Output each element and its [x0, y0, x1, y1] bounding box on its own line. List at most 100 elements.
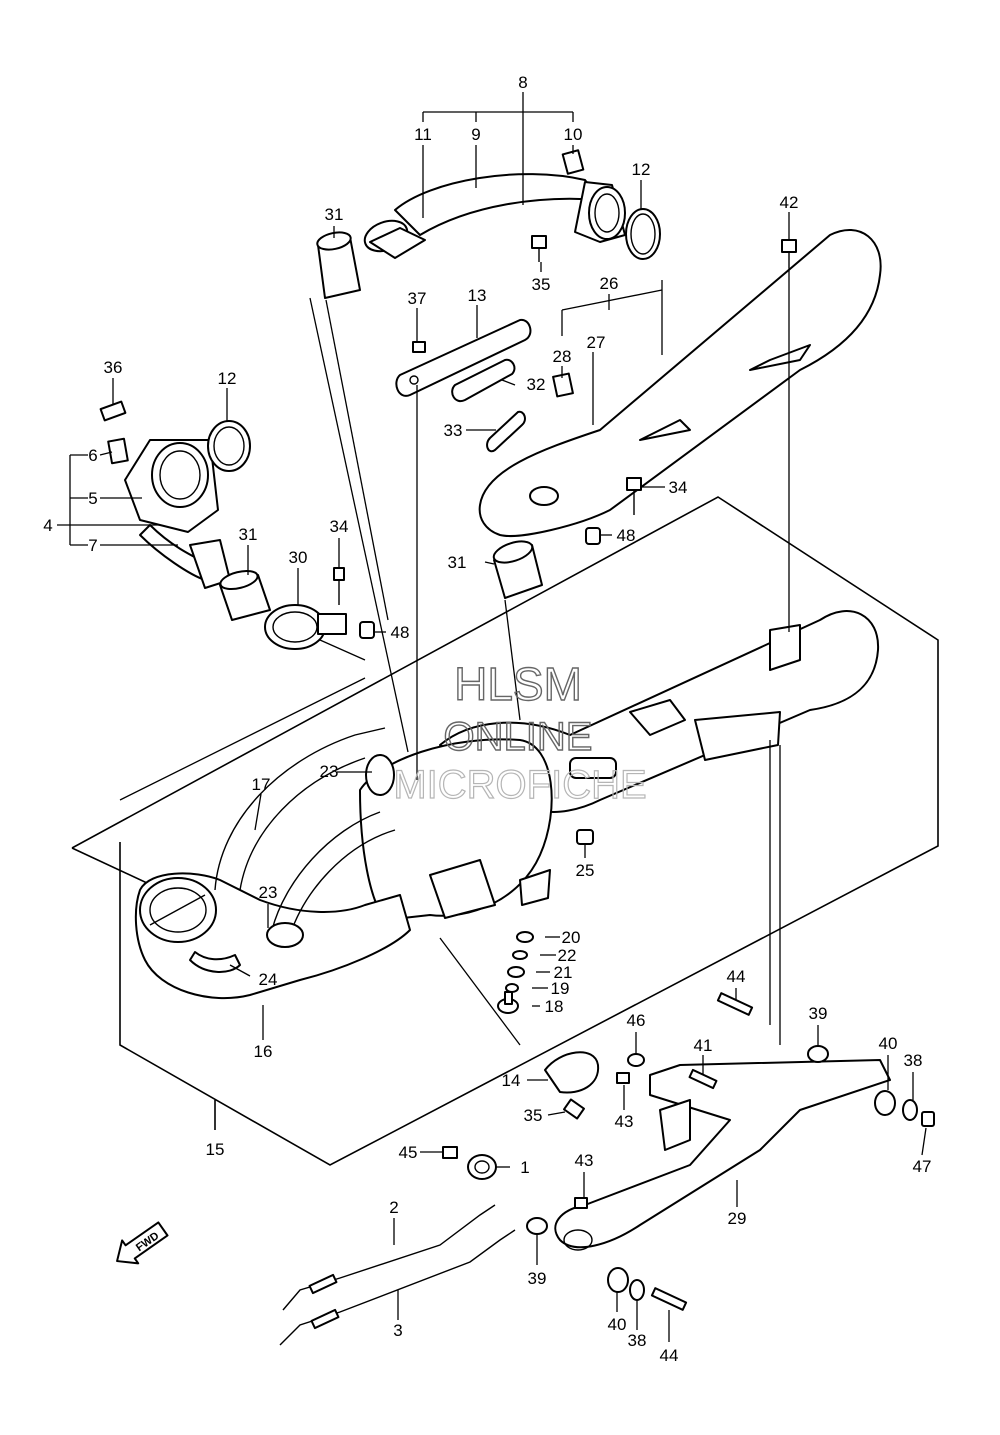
callout-44-lower: 44 [660, 1346, 679, 1365]
callout-11: 11 [414, 125, 432, 144]
callout-45: 45 [399, 1143, 418, 1162]
callout-6: 6 [88, 446, 97, 465]
callout-46: 46 [627, 1011, 646, 1030]
watermark: HLSM ONLINE MICROFICHE [393, 657, 648, 807]
gasket-33 [486, 410, 526, 453]
cover-14 [544, 1051, 600, 1094]
callout-5: 5 [88, 489, 97, 508]
callout-16: 16 [254, 1042, 273, 1061]
nut-48-right [585, 527, 601, 545]
pulley-1 [467, 1154, 497, 1180]
nut-47 [921, 1111, 935, 1127]
watermark-line-2: ONLINE [444, 715, 593, 759]
muffler-upper [478, 229, 882, 537]
leader-lines [57, 92, 927, 1342]
callout-34-right: 34 [669, 478, 688, 497]
nut-48-left [359, 621, 375, 639]
bolt-43-upper [616, 1072, 630, 1084]
callout-36: 36 [104, 358, 123, 377]
bolt-18 [497, 991, 519, 1014]
callout-21: 21 [554, 963, 573, 982]
bolt-34-left [333, 567, 345, 605]
bolt-44-upper [716, 992, 754, 1016]
callout-7: 7 [88, 536, 97, 555]
clamp-23-upper [365, 754, 395, 796]
callout-24: 24 [259, 970, 278, 989]
callout-41: 41 [694, 1036, 713, 1055]
rubber-39-lower [526, 1217, 548, 1235]
connector-31-upper [316, 231, 361, 299]
bracket-29 [554, 1059, 891, 1251]
exhaust-pipe-left-assembly [107, 437, 231, 589]
callout-33: 33 [444, 421, 463, 440]
callout-18: 18 [545, 997, 564, 1016]
heat-shield-13 [395, 318, 532, 397]
watermark-line-1: HLSM [454, 658, 582, 710]
callout-23-lower: 23 [259, 883, 278, 902]
washer-21 [507, 966, 525, 978]
bolt-43-lower [574, 1197, 588, 1209]
callout-40-lower: 40 [608, 1315, 627, 1334]
washer-20 [516, 931, 534, 943]
forward-direction-arrow: FWD [116, 1221, 169, 1265]
callout-39-lower: 39 [528, 1269, 547, 1288]
rubber-39-upper [807, 1045, 829, 1063]
washer-38-right [902, 1099, 918, 1121]
callout-37: 37 [408, 289, 427, 308]
bolt-35-lower [563, 1098, 585, 1120]
callout-34-left: 34 [330, 517, 349, 536]
callout-17: 17 [252, 775, 271, 794]
callout-3: 3 [393, 1321, 402, 1340]
callout-32: 32 [527, 375, 546, 394]
callout-27: 27 [587, 333, 606, 352]
bushing-40-lower [607, 1267, 629, 1293]
callout-29: 29 [728, 1209, 747, 1228]
callout-22: 22 [558, 946, 577, 965]
callout-9: 9 [471, 125, 480, 144]
nut-25 [576, 829, 594, 845]
callout-35-upper: 35 [532, 275, 551, 294]
callout-1: 1 [520, 1158, 529, 1177]
gasket-32 [451, 358, 516, 403]
callout-40-right: 40 [879, 1034, 898, 1053]
callout-43-upper: 43 [615, 1112, 634, 1131]
callout-31-left: 31 [239, 525, 258, 544]
exhaust-pipe-17 [214, 727, 396, 936]
callout-labels: 1 2 3 4 5 6 7 8 9 10 11 12 12 13 14 15 1… [43, 73, 931, 1365]
clamp-30 [264, 604, 347, 650]
gasket-12-upper [625, 208, 661, 260]
callout-10: 10 [564, 125, 583, 144]
callout-23-upper: 23 [320, 762, 339, 781]
callout-26: 26 [600, 274, 619, 293]
callout-31-upper: 31 [325, 205, 344, 224]
bolt-34-right [626, 477, 642, 515]
connector-31-left [219, 569, 271, 621]
bolt-37 [412, 341, 426, 353]
bolt-45 [442, 1146, 458, 1159]
bushing-40-right [874, 1090, 896, 1116]
callout-35-lower: 35 [524, 1106, 543, 1125]
callout-28: 28 [553, 347, 572, 366]
exhaust-pipe-upper [363, 149, 626, 259]
gasket-12-left [207, 420, 251, 472]
washer-46 [627, 1053, 645, 1067]
callout-47: 47 [913, 1157, 932, 1176]
callout-12-upper: 12 [632, 160, 651, 179]
clamp-23-lower [266, 922, 304, 948]
callout-44-upper: 44 [727, 967, 746, 986]
callout-42: 42 [780, 193, 799, 212]
clamp-24 [189, 951, 241, 973]
muffler-main [439, 610, 880, 813]
callout-12-left: 12 [218, 369, 237, 388]
washer-38-lower [629, 1279, 645, 1301]
bolt-35-upper [531, 235, 547, 262]
callout-8: 8 [518, 73, 527, 92]
connector-31-right [492, 540, 543, 599]
callout-31-right: 31 [448, 553, 467, 572]
callout-20: 20 [562, 928, 581, 947]
callout-48-right: 48 [617, 526, 636, 545]
washer-22 [512, 950, 528, 960]
bolt-36 [99, 400, 127, 422]
callout-4: 4 [43, 516, 52, 535]
callout-25: 25 [576, 861, 595, 880]
